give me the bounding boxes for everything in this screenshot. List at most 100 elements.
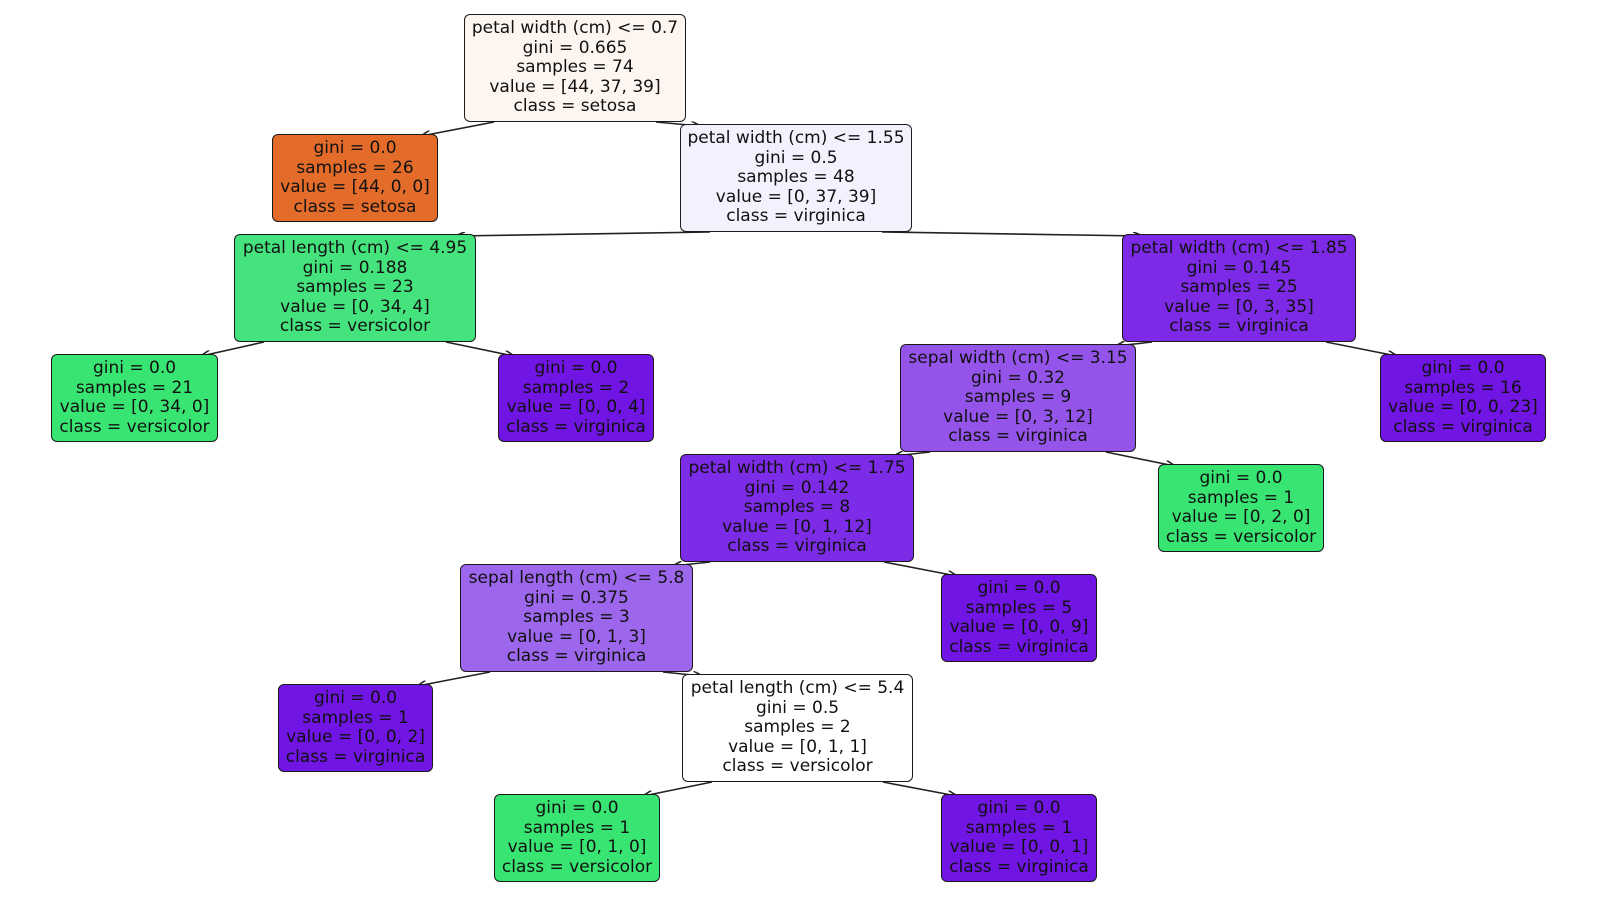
node-line: samples = 23 [296,277,414,298]
tree-edge-n6-n16 [1325,341,1397,356]
node-line: gini = 0.188 [302,257,408,278]
node-line: value = [0, 1, 3] [507,626,646,647]
node-line: gini = 0.5 [755,697,840,718]
node-line: gini = 0.0 [313,138,397,158]
node-line: petal width (cm) <= 0.7 [471,18,679,39]
node-line: samples = 8 [743,497,851,518]
node-line: value = [0, 0, 2] [286,727,425,747]
node-line: class = virginica [506,416,646,437]
node-line: value = [0, 1, 12] [722,516,872,537]
node-line: class = versicolor [501,856,653,877]
node-line: gini = 0.0 [977,578,1061,598]
node-line: petal length (cm) <= 5.4 [690,678,905,699]
node-line: class = virginica [948,426,1088,447]
node-line: gini = 0.145 [1186,257,1292,278]
node-line: class = virginica [726,206,866,227]
node-line: class = versicolor [59,416,210,437]
tree-edge-n7-n15 [1105,451,1175,466]
node-line: class = virginica [1393,416,1533,437]
node-line: class = virginica [949,856,1089,877]
node-line: samples = 74 [516,57,634,78]
node-line: value = [0, 34, 4] [280,296,430,317]
node-line: value = [0, 0, 4] [506,397,646,417]
node-line: class = setosa [293,196,417,217]
tree-edge-n11-n13 [882,781,957,796]
node-line: sepal length (cm) <= 5.8 [468,568,685,589]
node-line: samples = 1 [302,707,409,728]
node-line: samples = 48 [737,167,855,188]
node-line: petal width (cm) <= 1.75 [688,458,906,479]
node-line: gini = 0.0 [1199,468,1283,488]
node-line: class = virginica [949,636,1089,657]
tree-edge-n2-n6 [881,231,1142,236]
node-line: value = [0, 0, 23] [1388,397,1538,417]
tree-edge-n9-n10 [418,671,491,686]
tree-edge-n3-n4 [201,341,265,356]
node-line: sepal width (cm) <= 3.15 [908,348,1128,369]
node-line: gini = 0.0 [535,798,619,818]
node-line: value = [0, 3, 12] [943,406,1093,427]
node-line: value = [44, 0, 0] [280,177,430,197]
tree-edge-n11-n12 [643,781,713,796]
node-line: class = virginica [1169,316,1309,337]
node-line: value = [0, 37, 39] [715,186,877,207]
node-line: value = [0, 34, 0] [59,397,210,417]
node-line: gini = 0.0 [313,688,398,708]
node-line: samples = 1 [1187,487,1295,508]
node-line: gini = 0.0 [534,358,618,378]
node-line: value = [44, 37, 39] [489,76,661,97]
node-line: samples = 2 [522,377,630,398]
node-line: gini = 0.142 [744,477,850,498]
node-line: samples = 2 [744,717,851,738]
node-line: samples = 9 [964,387,1072,408]
node-line: class = setosa [513,96,637,117]
node-line: gini = 0.0 [1421,358,1505,378]
node-line: gini = 0.32 [971,367,1065,388]
node-line: value = [0, 3, 35] [1164,296,1314,317]
node-line: class = versicolor [279,316,431,337]
node-line: class = virginica [727,536,867,557]
node-line: petal length (cm) <= 4.95 [242,238,468,259]
node-line: gini = 0.665 [522,37,628,58]
tree-edge-n8-n14 [883,561,957,576]
node-line: value = [0, 2, 0] [1171,507,1311,527]
tree-edge-n2-n3 [456,231,711,236]
node-line: value = [0, 1, 0] [507,837,647,857]
tree-edge-n0-n1 [421,121,495,136]
node-line: class = virginica [506,646,647,667]
node-line: samples = 1 [965,817,1073,838]
node-line: samples = 5 [965,597,1073,618]
node-line: samples = 21 [75,377,194,398]
node-line: samples = 1 [523,817,631,838]
node-line: gini = 0.5 [754,147,838,168]
node-line: class = versicolor [722,756,873,777]
node-line: petal width (cm) <= 1.85 [1130,238,1348,259]
tree-edge-n3-n5 [445,341,514,356]
node-line: samples = 3 [523,607,630,628]
node-line: value = [0, 0, 9] [949,617,1089,637]
node-line: gini = 0.375 [524,587,629,608]
node-line: samples = 26 [296,157,414,178]
node-line: value = [0, 1, 1] [728,736,867,757]
node-line: samples = 25 [1180,277,1298,298]
node-line: class = virginica [285,746,426,767]
node-line: class = versicolor [1165,526,1317,547]
node-line: value = [0, 0, 1] [949,837,1089,857]
node-line: gini = 0.0 [92,358,177,378]
